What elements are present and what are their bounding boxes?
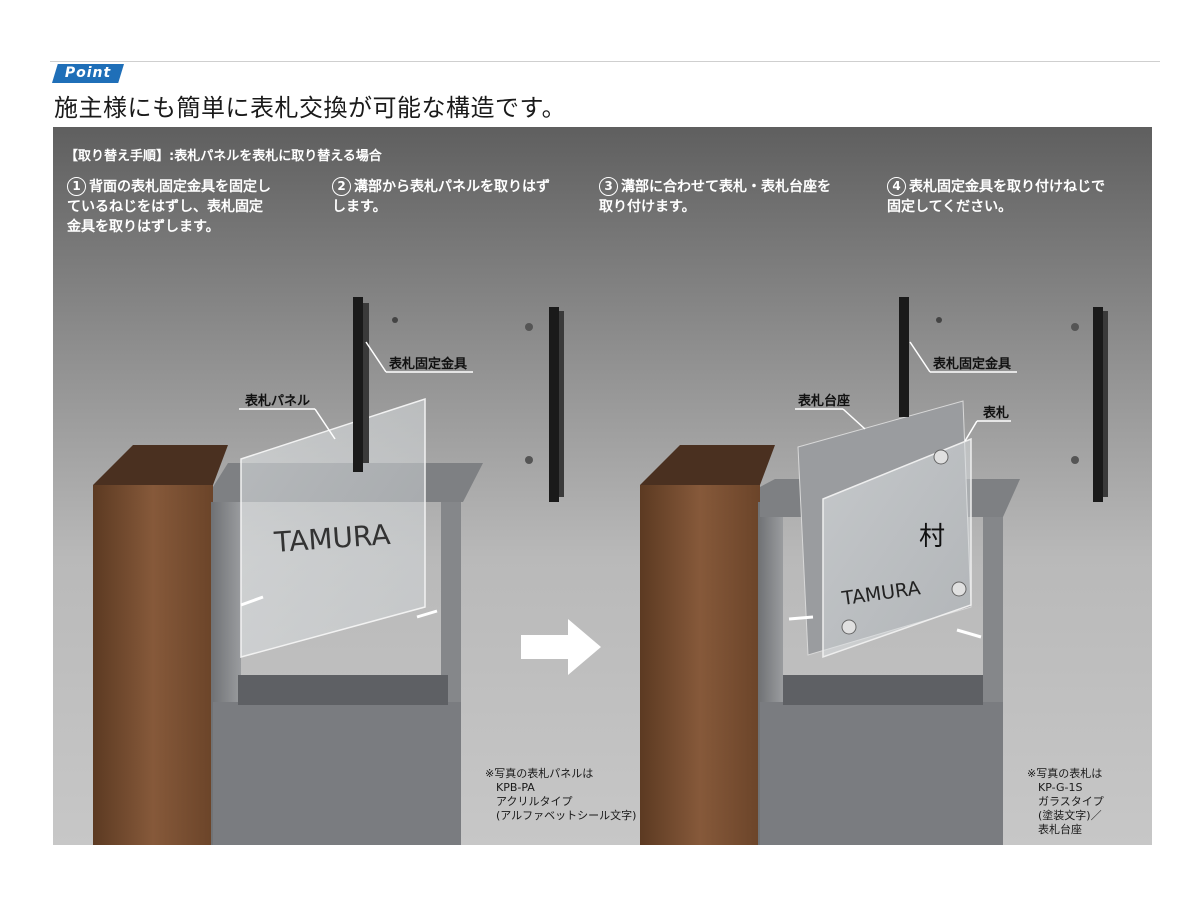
fixing-bracket-side — [363, 303, 369, 463]
nameplate-glass — [822, 437, 972, 659]
point-badge: Point — [52, 64, 124, 83]
detached-bracket — [549, 307, 559, 502]
wood-post — [640, 485, 760, 845]
top-rule — [50, 61, 1160, 62]
standoff-screw-icon — [951, 581, 967, 597]
step-number: 1 — [67, 177, 86, 196]
callout-bracket-right: 表札固定金具 — [933, 357, 1012, 372]
wood-post-top — [93, 445, 228, 485]
callout-line — [964, 420, 978, 442]
plate-kanji: 村 — [919, 522, 945, 552]
arrow-icon — [956, 628, 982, 639]
step-number: 4 — [887, 177, 906, 196]
screw-icon — [525, 456, 533, 464]
arrow-icon — [788, 615, 814, 621]
callout-line — [842, 408, 866, 430]
panel-text: TAMURA — [272, 518, 391, 559]
screw-icon — [525, 323, 533, 331]
standoff-screw-icon — [933, 449, 949, 465]
mail-slot — [238, 675, 448, 705]
callout-line — [909, 341, 931, 373]
left-post-assembly: TAMURA — [93, 297, 564, 845]
detached-bracket-side — [559, 311, 564, 497]
step-text: 表札固定金具を取り付けねじで 固定してください。 — [887, 179, 1105, 215]
step-number: 2 — [332, 177, 351, 196]
callout-base-right: 表札台座 — [798, 394, 851, 409]
fixing-bracket — [353, 297, 363, 472]
right-post-assembly: 村 TAMURA — [640, 297, 1108, 845]
note-left: ※写真の表札パネルは KPB-PA アクリルタイプ (アルファベットシール文字) — [485, 767, 637, 822]
callout-bracket-left: 表札固定金具 — [389, 357, 468, 372]
step-text: 背面の表札固定金具を固定し ているねじをはずし、表札固定 金具を取りはずします。 — [67, 179, 271, 235]
arrow-icon — [416, 609, 438, 619]
screw-icon — [1071, 456, 1079, 464]
fixing-bracket — [899, 297, 909, 417]
mail-box-body — [213, 702, 461, 845]
callout-line — [314, 408, 336, 440]
wood-post — [93, 485, 213, 845]
screw-icon — [936, 317, 942, 323]
step-text: 溝部に合わせて表札・表札台座を 取り付けます。 — [599, 179, 831, 215]
screw-icon — [1071, 323, 1079, 331]
illustration-canvas: TAMURA — [93, 297, 1108, 845]
note-right: ※写真の表札は KP-G-1S ガラスタイプ (塗装文字)／ 表札台座 — [1027, 767, 1104, 836]
wood-post-top — [640, 445, 775, 485]
screw-icon — [392, 317, 398, 323]
detached-bracket-side — [1103, 311, 1108, 497]
step-number: 3 — [599, 177, 618, 196]
panel-subtitle: 【取り替え手順】:表札パネルを表札に取り替える場合 — [65, 149, 382, 164]
step-text: 溝部から表札パネルを取りはず します。 — [332, 179, 550, 215]
detached-bracket — [1093, 307, 1103, 502]
mail-box-body — [760, 702, 1003, 845]
callout-line — [365, 341, 387, 373]
mail-slot — [783, 675, 983, 705]
callout-panel-left: 表札パネル — [245, 394, 311, 409]
page-title: 施主様にも簡単に表札交換が可能な構造です。 — [54, 94, 567, 122]
callout-plate-right: 表札 — [983, 406, 1010, 421]
standoff-screw-icon — [841, 619, 857, 635]
arrow-icon — [240, 595, 264, 607]
next-arrow-icon — [521, 619, 601, 675]
